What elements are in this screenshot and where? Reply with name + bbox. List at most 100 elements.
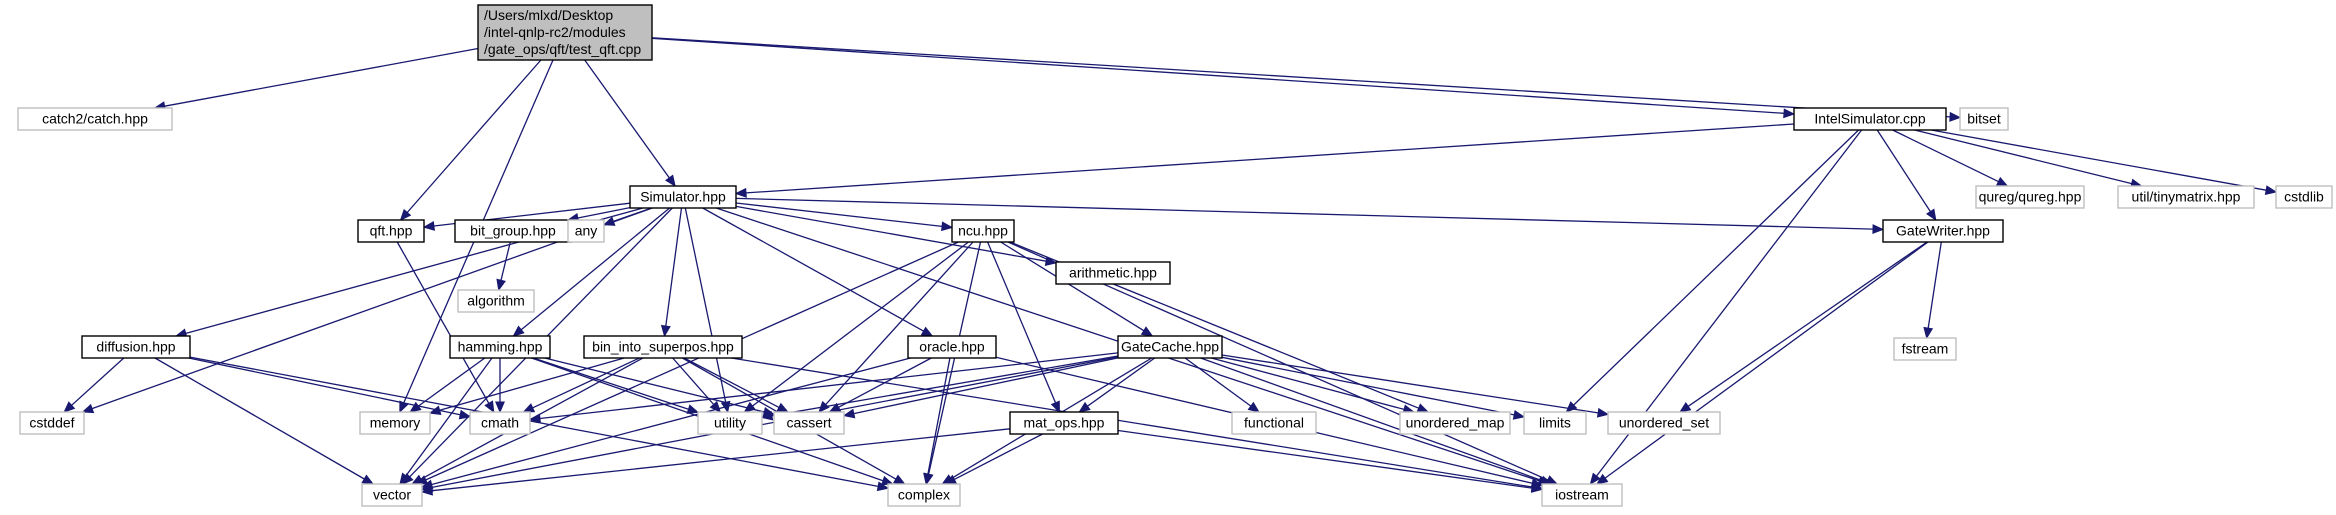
edge-arrowhead [1595,473,1609,485]
edge-line [1087,357,1156,407]
edge-line [1914,129,2132,185]
node-box [1793,107,1947,131]
node-matops[interactable]: mat_ops.hpp [1009,411,1119,435]
edge-oracle-to-complex [923,357,951,486]
node-tinymatrix: util/tinymatrix.hpp [2117,185,2255,209]
edge-line [1604,241,1929,479]
node-gatewriter[interactable]: GateWriter.hpp [1882,219,2004,243]
edge-arrowhead [399,472,411,486]
edge-arrowhead [1078,401,1091,413]
node-root[interactable]: /Users/mlxd/Desktop/intel-qnlp-rc2/modul… [477,4,653,61]
edge-line [520,207,671,331]
edge-arrowhead [1512,409,1526,420]
node-box [697,411,763,435]
node-box [1009,411,1119,435]
edge-line [1000,241,1145,332]
edge-arrowhead [484,400,495,414]
edge-arrowhead [1416,403,1430,413]
edge-ncu-to-vector [415,241,959,485]
node-label: IntelSimulator.cpp [1814,111,1925,127]
edge-gatecache-to-functional [1184,357,1260,413]
edge-diffusion-to-complex [189,356,890,492]
edge-root-to-simulator [584,59,676,188]
node-label: cmath [481,415,519,431]
edge-arrowhead [892,474,906,485]
node-gatecache[interactable]: GateCache.hpp [1117,335,1223,359]
node-arithmetic[interactable]: arithmetic.hpp [1055,261,1171,285]
node-label: unordered_set [1619,415,1709,431]
node-box [1055,261,1171,285]
edge-root-to-bitset [651,37,1962,122]
node-fstream: fstream [1893,337,1957,361]
node-label: catch2/catch.hpp [42,111,148,127]
edge-line [1573,129,1860,406]
edge-qft-to-cmath [396,241,495,414]
node-label: util/tinymatrix.hpp [2132,189,2241,205]
edge-gatewriter-to-iostream [1595,241,1929,485]
node-bitgroup[interactable]: bit_group.hpp [454,219,572,243]
node-box [81,335,191,359]
node-label: any [575,223,598,239]
node-box [449,335,551,359]
edge-line [825,241,974,406]
edge-simulator-to-binsuper [660,207,683,338]
edge-line [702,207,924,332]
edge-ncu-to-gatecache [1000,241,1154,337]
edge-arrowhead [920,326,934,337]
node-label: algorithm [467,293,525,309]
node-hamming[interactable]: hamming.hpp [449,335,551,359]
node-label: functional [1244,415,1304,431]
edge-line [71,357,125,406]
edge-arrowhead [410,474,424,485]
edge-line [533,357,689,410]
node-label: /gate_ops/qft/test_qft.cpp [484,41,641,57]
edge-line [1876,129,1931,212]
node-ncu[interactable]: ncu.hpp [951,219,1015,243]
edge-arrowhead [660,324,671,338]
node-simulator[interactable]: Simulator.hpp [629,185,737,209]
edge-line [532,357,640,409]
node-label: bit_group.hpp [470,223,556,239]
node-qft[interactable]: qft.hpp [357,219,425,243]
edge-root-to-qft [399,59,542,221]
node-iostream: iostream [1541,483,1623,507]
edge-line [396,241,490,404]
edge-arrowhead [528,413,541,424]
node-vector: vector [361,483,423,507]
edge-arrowhead [495,401,505,414]
edge-line [1117,429,1533,489]
node-memory: memory [359,411,431,435]
node-label: hamming.hpp [458,339,543,355]
edge-line [731,357,1533,488]
node-box [1607,411,1721,435]
edge-arrowhead [923,472,933,486]
node-label: qft.hpp [370,223,413,239]
edge-line [406,59,542,213]
node-box [773,411,845,435]
edge-line [672,357,715,405]
node-box [1975,185,2085,209]
node-box [457,289,535,313]
node-diffusion[interactable]: diffusion.hpp [81,335,191,359]
edge-arrowhead [760,410,774,421]
node-label: /Users/mlxd/Desktop [484,7,613,23]
edge-arrowhead [399,208,412,221]
node-label: cstdlib [2284,189,2324,205]
node-intelsim[interactable]: IntelSimulator.cpp [1793,107,1947,131]
edge-line [164,47,479,107]
edge-gatecache-to-cassert [842,357,1119,419]
node-box [477,4,653,61]
node-label: Simulator.hpp [640,189,726,205]
node-box [951,219,1015,243]
node-label: diffusion.hpp [96,339,175,355]
node-label: bitset [1967,111,2001,127]
node-label: oracle.hpp [919,339,985,355]
edge-hamming-to-cmath [495,358,505,414]
edge-line [651,37,1785,114]
node-binsuper[interactable]: bin_into_superpos.hpp [583,335,743,359]
node-box [1231,411,1317,435]
edge-arrowhead [2264,185,2278,195]
edge-diffusion-to-cmath [188,357,472,420]
edge-arrowhead [409,401,422,413]
node-oracle[interactable]: oracle.hpp [907,335,997,359]
